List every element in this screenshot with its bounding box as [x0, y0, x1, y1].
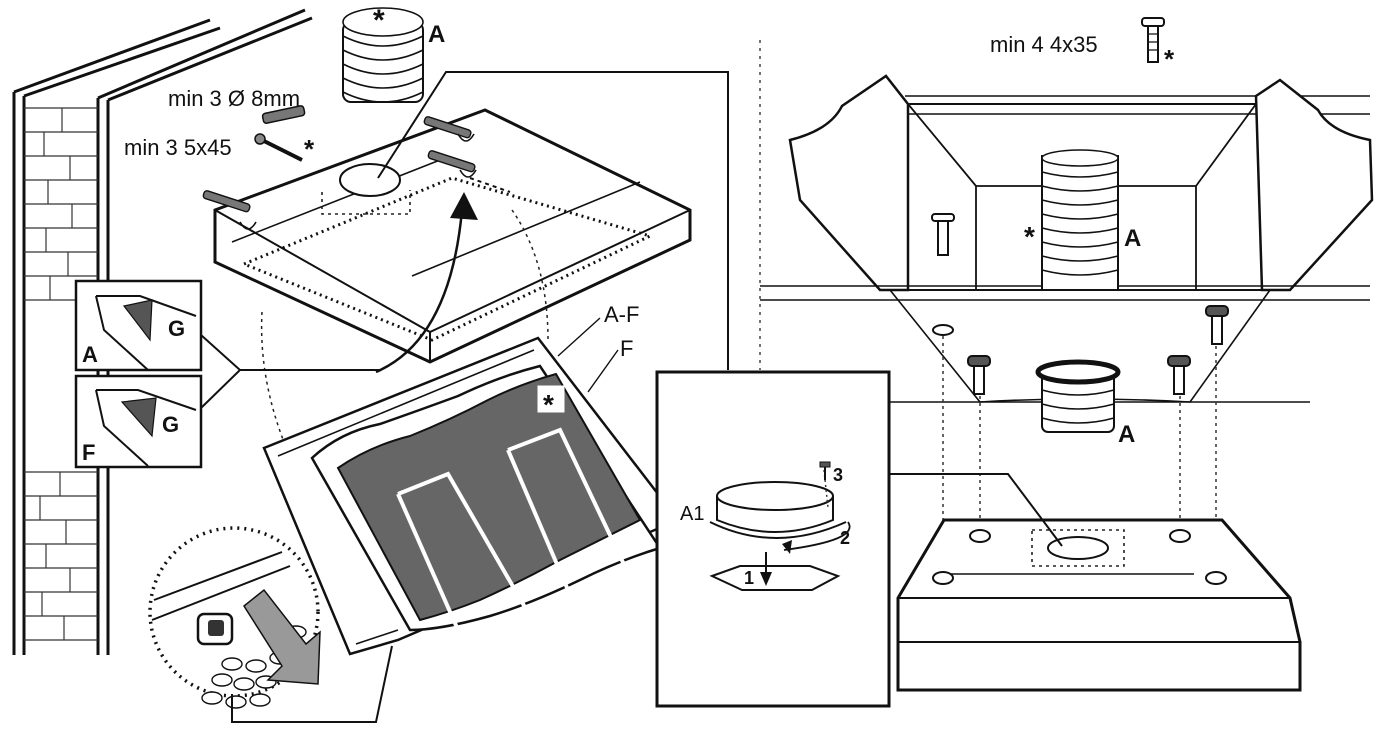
inset-label-g-top: G: [168, 316, 185, 341]
duct-a-right-bottom: [1035, 359, 1121, 433]
filter-asterisk: *: [543, 389, 554, 420]
adapter-label-a1: A1: [680, 503, 704, 525]
cabinet-screw-asterisk: *: [1164, 44, 1175, 74]
leader-line-adapter: [889, 473, 1063, 547]
screw-icon: [931, 213, 955, 256]
plugs-spec-label: min 3 Ø 8mm: [168, 86, 300, 111]
filter-label-f: F: [620, 336, 633, 361]
screws-spec-label: min 3 5x45: [124, 135, 232, 160]
duct-a-right-top: [1041, 149, 1119, 291]
duct-label-a: A: [428, 21, 445, 48]
step-label-3: 3: [833, 465, 843, 485]
cooker-hood-left: [202, 108, 692, 364]
cabinet-screw-icon-top: [1141, 17, 1165, 63]
duct-right-label-a-bottom: A: [1118, 421, 1135, 448]
inset-hinge-a: [74, 279, 203, 372]
cooker-hood-right: [896, 518, 1302, 692]
adapter-inset: [655, 370, 891, 708]
screw-icon: [1167, 355, 1191, 395]
cabinet-screws: [931, 213, 1229, 395]
hook-arrow: [375, 209, 464, 374]
leader-line-filter: [557, 317, 619, 393]
filter-label-af: A-F: [604, 302, 639, 327]
small-screw-icon: [819, 461, 831, 480]
step-label-1: 1: [744, 568, 754, 588]
inset-label-g-bottom: G: [162, 412, 179, 437]
leader-line-insets: [200, 334, 380, 409]
screw-icon: [254, 133, 303, 162]
duct-asterisk: *: [373, 4, 385, 37]
grease-filter: [262, 336, 680, 656]
screw-icon: [967, 355, 991, 395]
cabinet-screws-spec-label: min 4 4x35: [990, 32, 1098, 57]
leader-line-duct: [377, 71, 729, 370]
screws-asterisk: *: [304, 134, 315, 164]
wall-plug-icon: [261, 105, 306, 124]
inset-hinge-f: [74, 374, 203, 469]
filter-latch-magnifier: [148, 526, 321, 709]
inset-label-a: A: [82, 342, 98, 367]
screw-icon: [1205, 305, 1229, 345]
step-label-2: 2: [840, 528, 850, 548]
swing-arc: [260, 311, 297, 471]
leader-line-magnifier: [231, 645, 393, 723]
inset-label-f: F: [82, 440, 95, 465]
duct-a-top: [342, 7, 424, 103]
swing-arc-2: [511, 209, 549, 341]
duct-right-asterisk: *: [1024, 221, 1035, 252]
duct-right-label-a-top: A: [1124, 225, 1141, 252]
hook-arrow-head: [450, 192, 478, 220]
